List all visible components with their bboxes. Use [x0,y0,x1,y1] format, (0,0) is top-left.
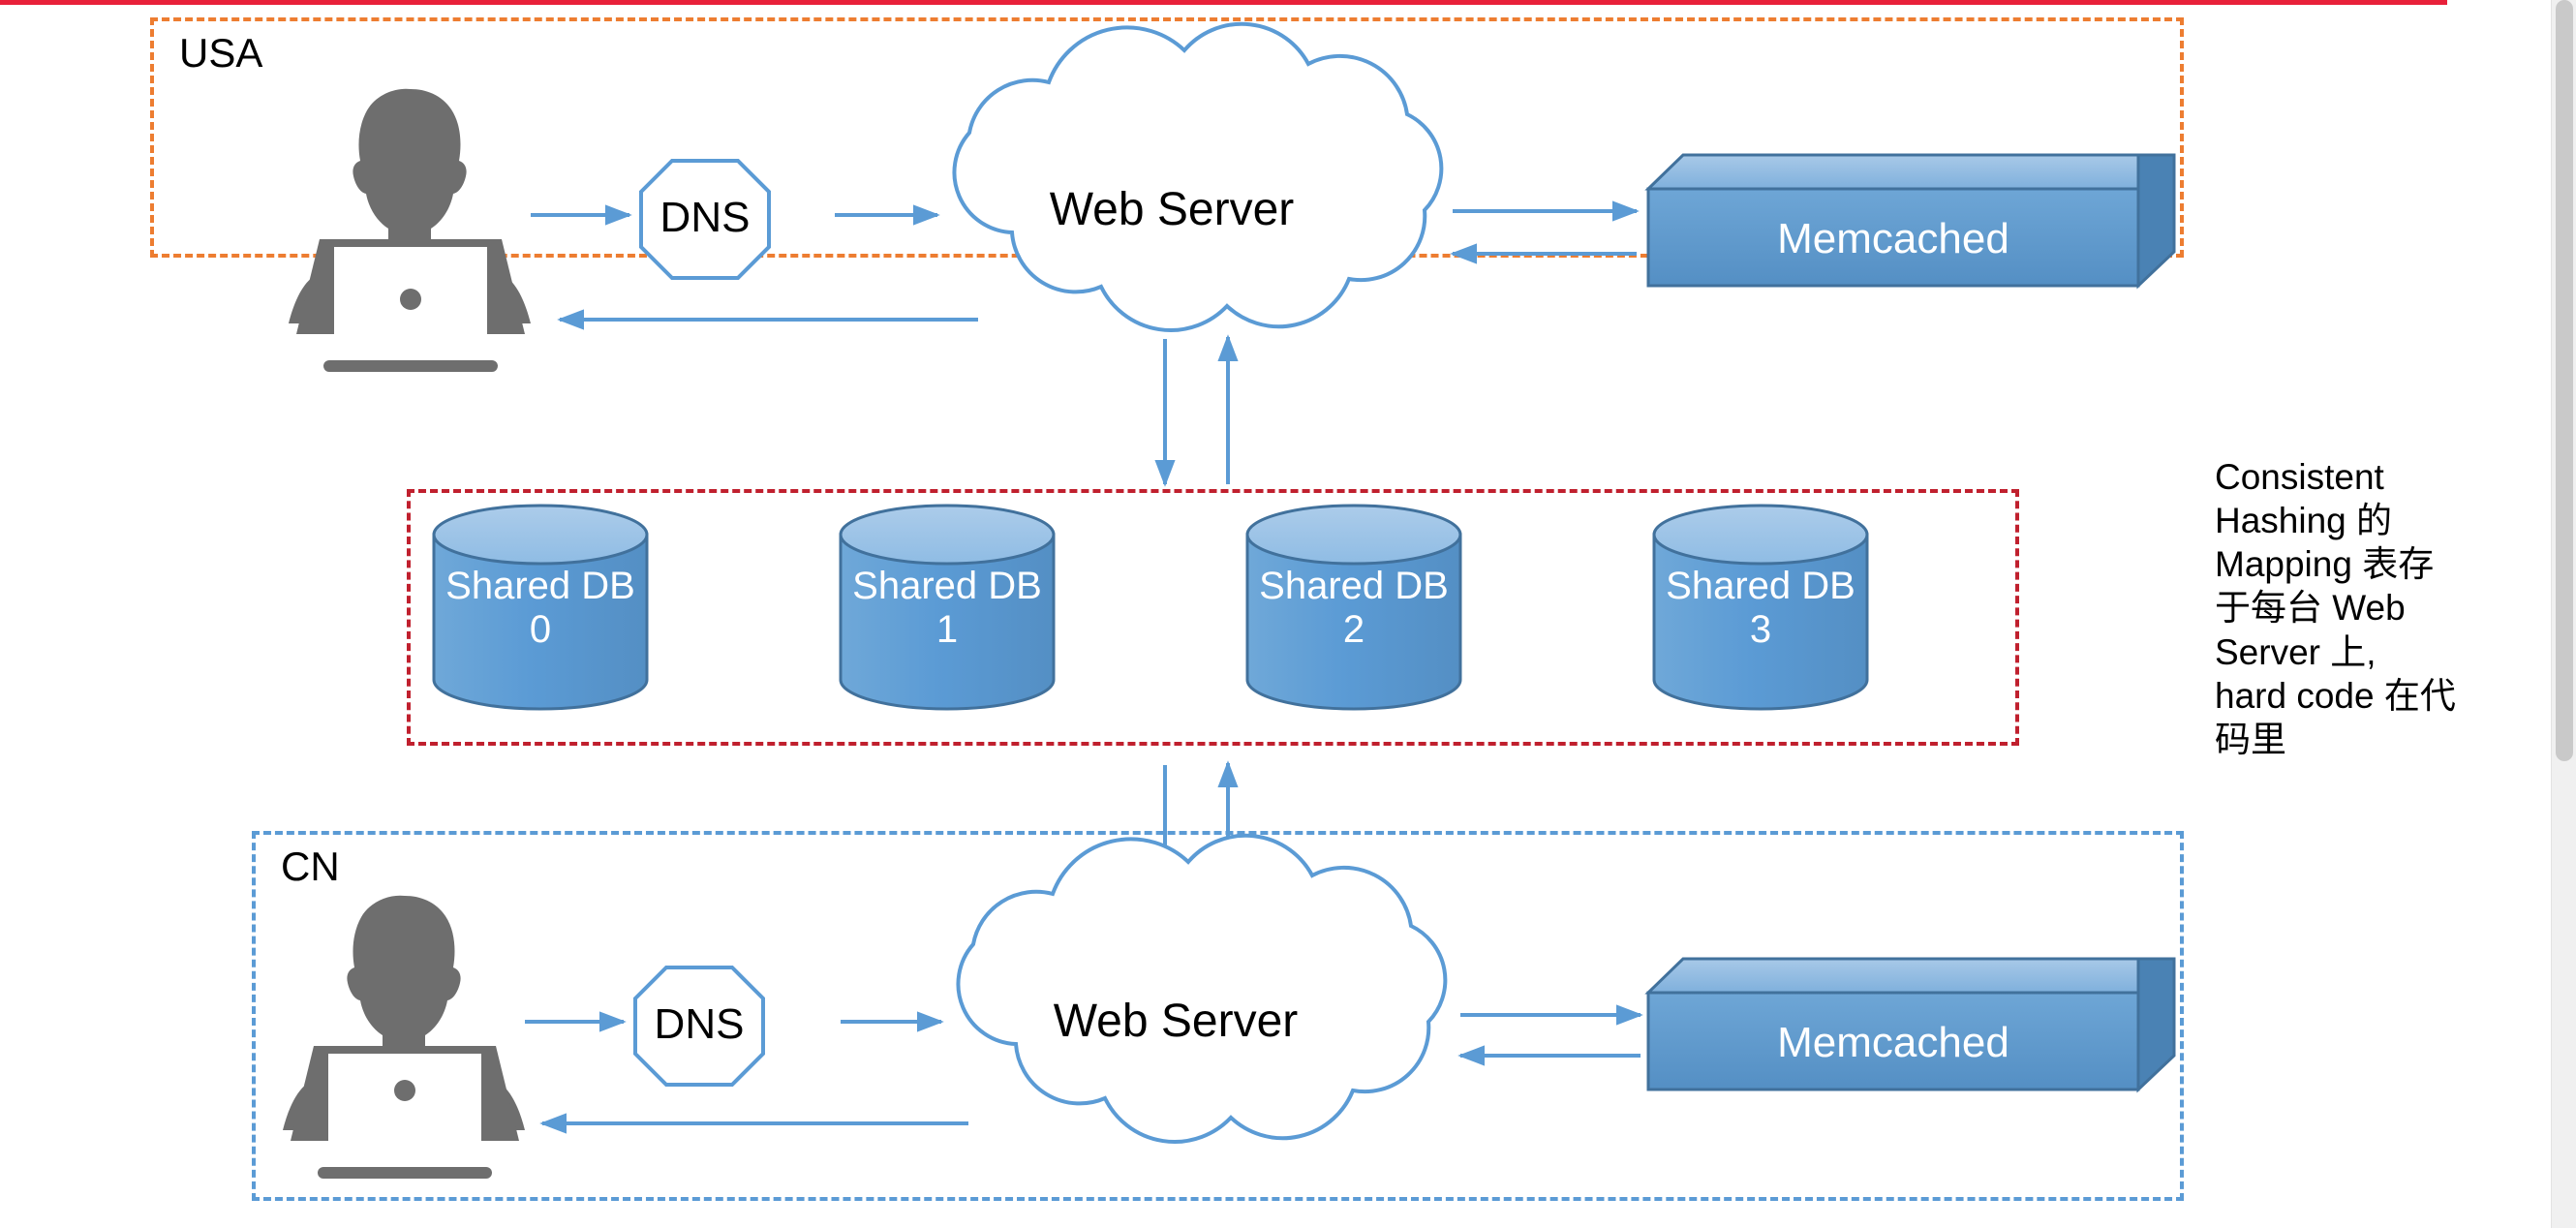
region-shared-db [407,489,2019,746]
cn-memcached-label: Memcached [1777,1019,2009,1066]
scrollbar-thumb[interactable] [2556,0,2573,762]
shared-db-line2-3: 3 [1749,607,1772,651]
region-cn-label: CN [281,844,340,889]
page-load-progress-bar [0,0,2447,5]
region-cn: CN [252,831,2184,1201]
shared-db-line1-0: Shared DB [445,565,635,607]
shared-db-line1-3: Shared DB [1666,565,1855,607]
region-usa-label: USA [179,30,263,76]
cn-web-server-label: Web Server [1053,996,1299,1047]
annotation-note: Consistent Hashing 的 Mapping 表存于每台 Web S… [2215,457,2456,759]
shared-db-line1-2: Shared DB [1259,565,1449,607]
vertical-scrollbar[interactable] [2551,0,2576,1228]
usa-memcached-label: Memcached [1777,215,2009,262]
usa-dns-label: DNS [659,194,751,241]
usa-web-server-label: Web Server [1049,184,1295,235]
shared-db-line2-1: 1 [935,607,959,651]
shared-db-line2-2: 2 [1342,607,1365,651]
shared-db-line1-1: Shared DB [852,565,1042,607]
cn-dns-label: DNS [654,1000,745,1048]
shared-db-line2-0: 0 [529,607,552,651]
